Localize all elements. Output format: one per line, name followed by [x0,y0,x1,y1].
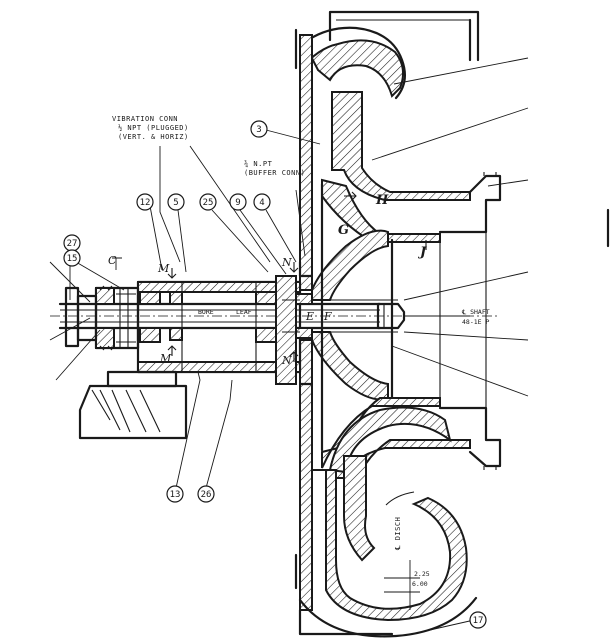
balloon-label: 13 [170,490,181,500]
balloon-4: 4 [253,193,271,211]
balloon-26: 26 [197,485,215,503]
section-letter-e: E [305,310,314,323]
balloon-label: 15 [67,254,78,264]
note-line: ¾ N.PT [244,160,273,168]
note-line: ½ NPT (PLUGGED) [118,124,189,132]
bore-label: BORE [198,308,214,316]
leaf-label: LEAF [236,308,252,316]
section-letter-m-bottom: M [159,352,172,365]
section-arrows [167,191,427,362]
section-letter-j: J [417,245,427,260]
balloon-label: 5 [173,198,178,208]
balloon-15: 15 [63,249,81,267]
vibration-connection-note: VIBRATION CONN ½ NPT (PLUGGED) (VERT. & … [112,115,189,141]
balloon-13: 13 [166,485,184,503]
balloon-label: 17 [473,616,484,626]
balloon-3: 3 [250,120,268,138]
balloon-label: 27 [67,239,78,249]
note-line: VIBRATION CONN [112,115,178,123]
buffer-connection-note: ¾ N.PT (BUFFER CONN) [244,160,305,177]
balloon-5: 5 [167,193,185,211]
section-letter-n-top: N [281,256,292,269]
balloon-27: 27 [63,234,81,252]
section-letter-g: G [338,223,349,238]
note-line: (BUFFER CONN) [244,169,305,177]
shaft-axis-note: ℄ SHAFT [461,308,490,316]
balloon-label: 4 [259,198,264,208]
balloon-label: 12 [140,198,151,208]
leader-lines [49,57,529,631]
balloon-label: 25 [203,198,214,208]
shaft-axis-note-2: 48-1E P [462,318,489,326]
volute-casing [294,10,502,638]
dimension-top: 2.25 [414,570,430,578]
bearing-housing [58,260,382,440]
dimension-bottom: 6.00 [412,580,428,588]
balloon-label: 9 [235,198,240,208]
balloon-label: 3 [256,125,261,135]
balloon-9: 9 [229,193,247,211]
section-letter-f: F [323,310,332,323]
balloon-label: 26 [201,490,212,500]
balloon-12: 12 [136,193,154,211]
note-line: (VERT. & HORIZ) [118,133,189,141]
balloon-25: 25 [199,193,217,211]
section-letter-n-bottom: N [281,354,292,367]
discharge-centerline-note: ℄ DISCH [394,517,402,551]
section-letter-m-top: M [157,262,170,275]
balloon-17: 17 [469,611,487,629]
section-letter-h: H [375,193,389,208]
section-letter-c: C [108,254,117,267]
